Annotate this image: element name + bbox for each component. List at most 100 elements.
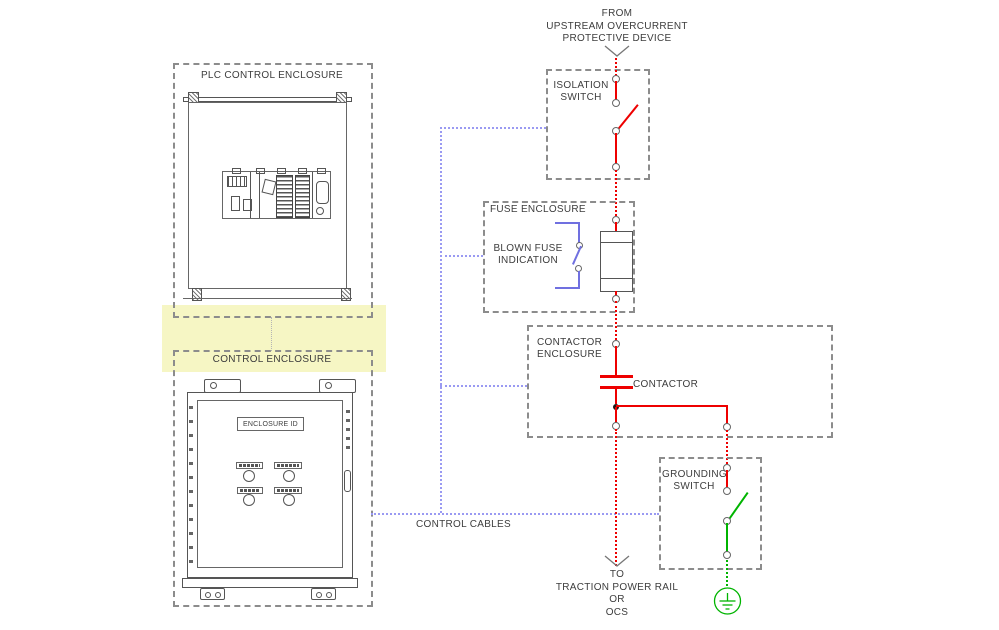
enclosure-id-plate: ENCLOSURE ID	[237, 417, 304, 431]
foot-slot	[215, 592, 221, 598]
contactor-label: CONTACTOR	[633, 379, 699, 390]
enclosure-id-text: ENCLOSURE ID	[243, 421, 298, 428]
plc-enclosure-top-rail	[183, 97, 352, 102]
indication-wire	[555, 287, 580, 289]
power-line	[615, 291, 617, 297]
plc-connector-ring	[316, 207, 324, 215]
control-enclosure-label: CONTROL ENCLOSURE	[212, 354, 332, 365]
control-cable-to-fuse-enclosure	[440, 255, 483, 257]
to-line-2: TRACTION POWER RAIL	[555, 581, 679, 593]
enclosure-foot-right	[311, 588, 336, 600]
from-line-3: PROTECTIVE DEVICE	[562, 33, 672, 44]
contactor-enclosure-label-line1: CONTACTOR	[537, 337, 603, 348]
to-line-1: TO	[609, 569, 625, 580]
to-line-3: OR	[609, 594, 625, 605]
indicator-label	[237, 487, 263, 494]
plc-dsub-connector	[316, 181, 329, 204]
plc-power-supply-grid	[227, 176, 247, 187]
plc-enclosure-foot-right	[341, 288, 351, 301]
door-latch-marks	[346, 410, 350, 450]
power-line-dotted-main	[615, 429, 617, 566]
isolation-switch-label: ISOLATION SWITCH	[550, 80, 612, 104]
plc-rack-tab	[232, 168, 241, 174]
isolation-switch-label-line1: ISOLATION	[553, 80, 609, 91]
plc-rack-tab	[256, 168, 265, 174]
plc-terminal-strip	[276, 175, 293, 218]
plc-control-enclosure-boundary	[173, 63, 373, 318]
door-handle	[344, 470, 351, 492]
from-source-text: FROM UPSTREAM OVERCURRENT PROTECTIVE DEV…	[530, 8, 704, 46]
plc-module-divider	[312, 172, 313, 218]
isolation-switch-label-line2: SWITCH	[560, 92, 602, 103]
switch-terminal	[723, 487, 731, 495]
plc-component	[243, 199, 252, 211]
indicator-label	[274, 462, 302, 469]
contactor-enclosure-label: CONTACTOR ENCLOSURE	[537, 337, 602, 361]
power-line	[726, 470, 728, 487]
plc-rack-tab	[298, 168, 307, 174]
plc-control-enclosure-label: PLC CONTROL ENCLOSURE	[200, 70, 344, 81]
plc-module-divider	[259, 172, 260, 218]
contactor-bar	[600, 375, 633, 378]
control-enclosure-door	[197, 400, 343, 568]
plc-enclosure-bottom-strut	[183, 298, 352, 299]
grounding-branch-line	[616, 405, 728, 407]
blown-fuse-indication-label: BLOWN FUSE INDICATION	[490, 243, 566, 267]
switch-terminal	[723, 551, 731, 559]
door-hinge-marks	[189, 406, 193, 564]
indication-wire	[555, 222, 580, 224]
contactor-bar	[600, 386, 633, 389]
grounding-switch-label: GROUNDING SWITCH	[662, 469, 727, 493]
from-line-1: FROM	[601, 8, 633, 19]
power-line-dotted-branch	[726, 430, 728, 464]
power-line	[615, 81, 617, 100]
mounting-hole-right	[325, 382, 332, 389]
control-enclosure-boundary	[173, 350, 373, 607]
power-line	[615, 133, 617, 164]
power-line-dotted	[615, 301, 617, 340]
power-line	[615, 222, 617, 232]
indicator-label	[236, 462, 263, 469]
blown-fuse-label-line2: INDICATION	[497, 255, 559, 266]
contact-terminal	[576, 242, 583, 249]
fuse-end-cap-line	[601, 242, 632, 243]
foot-slot	[205, 592, 211, 598]
plc-enclosure-foot-left	[192, 288, 202, 301]
enclosure-foot-left	[200, 588, 225, 600]
contactor-enclosure-label-line2: ENCLOSURE	[537, 349, 602, 360]
grounding-switch-label-line2: SWITCH	[673, 481, 715, 492]
plc-rack-tab	[317, 168, 326, 174]
power-line	[615, 407, 617, 423]
control-cable-to-contactor-enclosure	[440, 385, 527, 387]
indicator-lamp	[243, 470, 255, 482]
fuse-end-cap-line	[601, 278, 632, 279]
isolation-switch-boundary	[546, 69, 650, 180]
indicator-lamp	[283, 494, 295, 506]
plc-module-divider	[250, 172, 251, 218]
power-line-dotted	[615, 170, 617, 216]
switch-terminal	[612, 99, 620, 107]
enclosure-link-dotted-line	[271, 317, 272, 351]
incoming-arrow-icon	[603, 44, 631, 58]
to-load-text: TO TRACTION POWER RAIL OR OCS	[530, 569, 704, 619]
fuse-enclosure-boundary	[483, 201, 635, 313]
power-line-dotted	[615, 58, 617, 76]
foot-slot	[316, 592, 322, 598]
indicator-lamp	[283, 470, 295, 482]
ground-line	[726, 523, 728, 552]
control-cables-label: CONTROL CABLES	[416, 519, 511, 530]
to-line-4: OCS	[605, 606, 629, 618]
indicator-lamp	[243, 494, 255, 506]
outgoing-arrow-icon	[603, 554, 631, 568]
ground-line-dotted	[726, 560, 728, 586]
grounding-switch-label-line1: GROUNDING	[662, 469, 727, 480]
fuse-symbol	[600, 231, 633, 292]
grounding-switch-boundary	[659, 457, 762, 570]
from-line-2: UPSTREAM OVERCURRENT	[546, 20, 688, 32]
earth-ground-icon	[712, 585, 743, 617]
indicator-label	[274, 487, 302, 494]
control-cable-main-run	[371, 513, 659, 515]
power-line	[615, 389, 617, 404]
power-line	[615, 346, 617, 375]
